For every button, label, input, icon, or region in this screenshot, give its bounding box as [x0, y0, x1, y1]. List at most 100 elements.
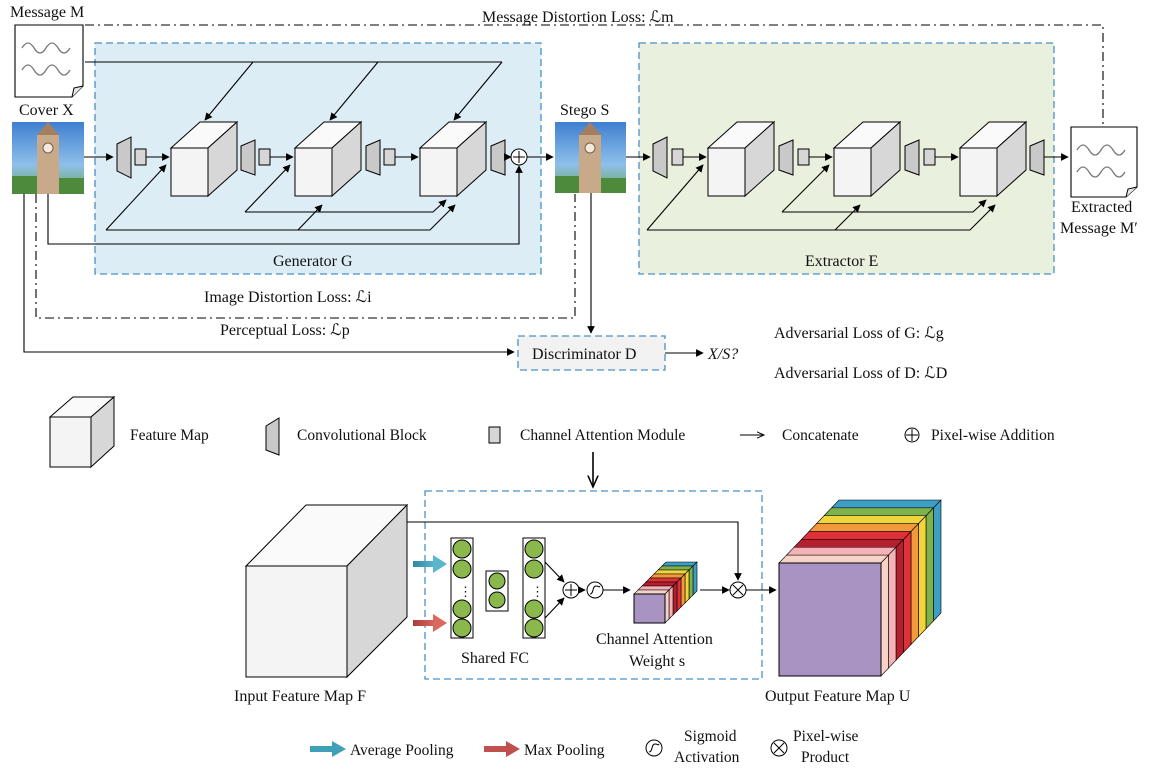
- extracted-label-line2: Message M′: [1060, 220, 1138, 237]
- legend-avg-pool-label: Average Pooling: [350, 742, 454, 759]
- output-channel-top-4: [808, 523, 920, 532]
- cover-image: [12, 122, 84, 194]
- legend-feature-map-icon: [48, 395, 116, 469]
- gen-feature-map-1: [169, 120, 239, 198]
- legend-max-pool-icon: [484, 741, 520, 757]
- output-channel-top-2: [823, 507, 935, 517]
- attention-weight-block: [633, 561, 698, 624]
- image-loss-path: [35, 194, 576, 319]
- message-loss-path: [85, 24, 1104, 125]
- xs-output-label: X/S?: [707, 346, 738, 363]
- message-label: Message M: [10, 4, 84, 21]
- ext-feature-map-2: [832, 120, 902, 198]
- weight-channel-side-5: [676, 577, 682, 612]
- weight-front-face: [633, 593, 666, 624]
- weight-channel-top-7: [637, 585, 674, 591]
- legend-pixel-add-icon: [904, 427, 920, 443]
- output-feature-map: [778, 499, 942, 677]
- extractor-label: Extractor E: [805, 253, 878, 270]
- legend-max-pool-label: Max Pooling: [524, 742, 605, 759]
- weight-channel-top-8: [633, 589, 670, 595]
- cover-label: Cover X: [19, 102, 74, 119]
- ca-pixel-add-icon: [562, 581, 580, 599]
- legend-conv-block-label: Convolutional Block: [297, 427, 427, 444]
- weight-channel-side-3: [684, 569, 690, 604]
- legend-concatenate-label: Concatenate: [782, 427, 859, 444]
- svg-text:⋮: ⋮: [531, 584, 544, 599]
- weight-channel-top-2: [657, 565, 694, 571]
- input-feature-map: [244, 503, 409, 679]
- output-channel-side-5: [903, 530, 912, 654]
- legend-cam-icon: [488, 426, 501, 444]
- discriminator-box: [517, 335, 666, 371]
- image-distortion-loss-label: Image Distortion Loss: ℒi: [204, 289, 372, 306]
- max-pool-arrow: [413, 614, 447, 632]
- ca-pixel-product-icon: [729, 581, 747, 599]
- weight-channel-side-6: [672, 581, 678, 616]
- weight-channel-top-5: [645, 577, 682, 583]
- legend-sigmoid-label-2: Activation: [674, 749, 740, 766]
- weight-channel-top-1: [661, 561, 698, 567]
- ext-conv-block-1: [652, 136, 668, 179]
- shared-fc-label: Shared FC: [461, 650, 529, 667]
- output-channel-top-3: [815, 515, 927, 524]
- weight-label-line1: Channel Attention: [596, 631, 713, 648]
- discriminator-label: Discriminator D: [532, 346, 636, 363]
- weight-channel-side-2: [688, 565, 694, 600]
- generator-label: Generator G: [273, 253, 353, 270]
- output-channel-side-1: [933, 499, 942, 622]
- output-channel-side-2: [925, 507, 934, 630]
- adv-loss-g-label: Adversarial Loss of G: ℒg: [774, 325, 944, 342]
- ext-feature-map-1: [706, 120, 776, 198]
- weight-channel-side-1: [692, 561, 698, 596]
- stego-image: [555, 122, 626, 193]
- weight-channel-side-8: [664, 589, 670, 624]
- legend-product-icon: [770, 739, 788, 757]
- legend-sigmoid-label-1: Sigmoid: [684, 728, 737, 745]
- ext-feature-map-3: [958, 120, 1028, 198]
- weight-channel-side-7: [668, 585, 674, 620]
- output-front-face: [778, 562, 882, 677]
- stego-label: Stego S: [560, 102, 609, 119]
- weight-channel-top-3: [653, 569, 690, 575]
- output-channel-side-6: [895, 538, 904, 661]
- perceptual-loss-label: Perceptual Loss: ℒp: [220, 322, 350, 339]
- legend-avg-pool-icon: [310, 741, 346, 757]
- ca-sigmoid-icon: [586, 581, 604, 599]
- legend-feature-map-label: Feature Map: [130, 427, 209, 444]
- gen-cam-1: [134, 148, 147, 166]
- legend-product-label-1: Pixel-wise: [793, 728, 859, 745]
- gen-feature-map-3: [418, 120, 488, 198]
- legend-product-label-2: Product: [801, 749, 850, 766]
- output-channel-side-8: [880, 554, 889, 677]
- legend-pixel-add-label: Pixel-wise Addition: [931, 427, 1055, 444]
- extracted-label-line1: Extracted: [1071, 199, 1132, 216]
- gen-feature-map-2: [293, 120, 363, 198]
- avg-pool-arrow: [413, 555, 447, 573]
- output-channel-side-3: [918, 515, 927, 638]
- svg-text:⋮: ⋮: [459, 584, 472, 599]
- message-distortion-loss-label: Message Distortion Loss: ℒm: [482, 9, 674, 26]
- gen-conv-block-1: [116, 136, 132, 179]
- gen-pixel-add-icon: [510, 148, 528, 166]
- output-channel-top-1: [830, 499, 942, 509]
- weight-label-line2: Weight s: [629, 653, 685, 670]
- weight-channel-top-4: [649, 573, 686, 579]
- legend-cam-label: Channel Attention Module: [520, 427, 685, 444]
- extracted-message-icon: [1070, 126, 1138, 198]
- adv-loss-d-label: Adversarial Loss of D: ℒD: [774, 365, 947, 382]
- output-channel-top-8: [778, 554, 890, 564]
- output-channel-top-7: [785, 546, 897, 556]
- weight-channel-top-6: [641, 581, 678, 587]
- output-channel-side-7: [888, 546, 897, 669]
- message-document-icon: [14, 24, 84, 98]
- input-feature-map-label: Input Feature Map F: [234, 688, 366, 705]
- legend-conv-block-icon: [265, 417, 280, 456]
- output-feature-map-label: Output Feature Map U: [765, 688, 911, 705]
- channel-attention-box: [424, 490, 763, 680]
- weight-channel-side-4: [680, 573, 686, 608]
- output-channel-top-5: [800, 531, 912, 540]
- legend-sigmoid-icon: [645, 739, 663, 757]
- output-channel-side-4: [910, 522, 919, 646]
